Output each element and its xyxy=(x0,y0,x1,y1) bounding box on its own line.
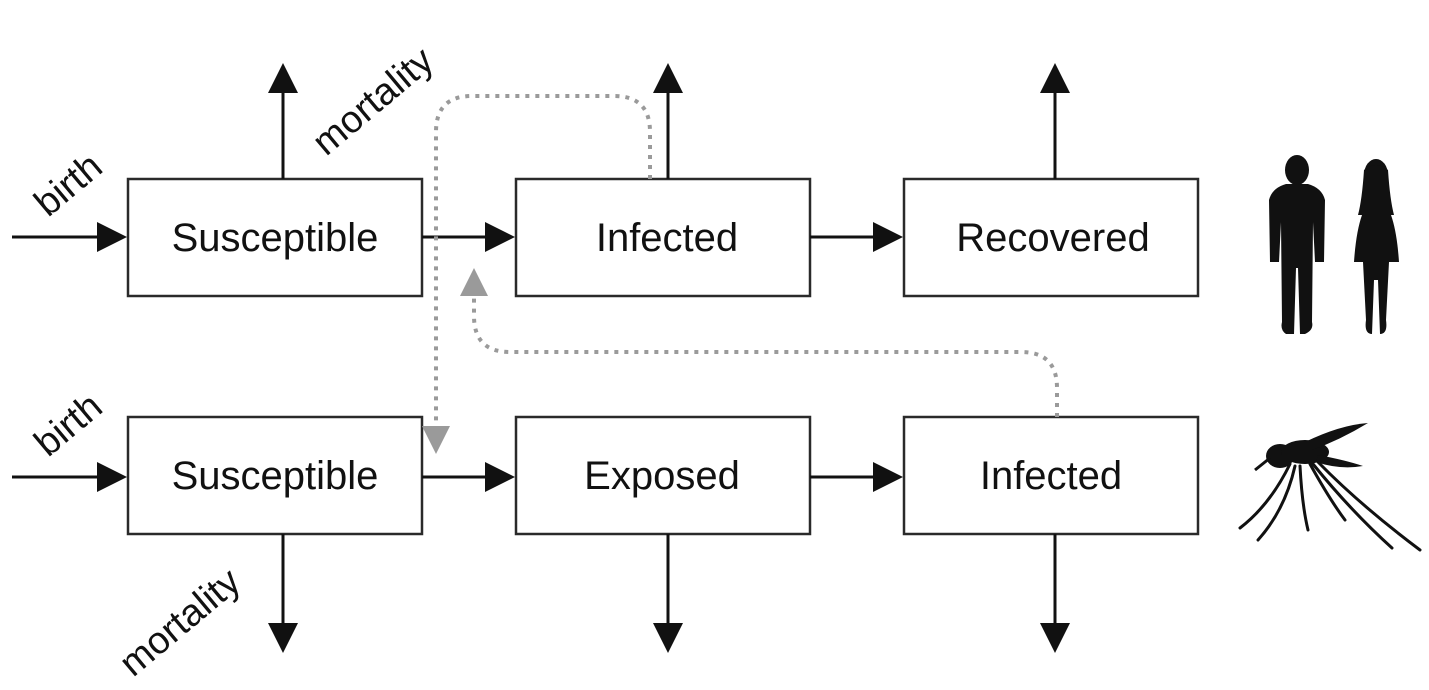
human-row: Susceptible Infected Recovered birth mor… xyxy=(12,39,1200,298)
vector-susceptible-box: Susceptible xyxy=(126,415,424,536)
human-birth-label: birth xyxy=(27,145,111,225)
human-infected-label: Infected xyxy=(596,216,738,260)
people-silhouette-icon xyxy=(1269,155,1399,334)
human-susceptible-box: Susceptible xyxy=(126,177,424,298)
vector-susceptible-label: Susceptible xyxy=(172,454,379,498)
vector-infected-box: Infected xyxy=(902,415,1200,536)
vector-mortality-label: mortality xyxy=(112,560,249,684)
vector-exposed-label: Exposed xyxy=(584,454,740,498)
human-to-vector-transmission-path xyxy=(422,94,652,454)
human-recovered-box: Recovered xyxy=(902,177,1200,298)
vector-row: Susceptible Exposed Infected birth morta… xyxy=(12,385,1200,685)
vector-to-human-transmission-path xyxy=(460,268,1059,417)
vector-infected-label: Infected xyxy=(980,454,1122,498)
human-mortality-label: mortality xyxy=(305,39,442,163)
human-infected-box: Infected xyxy=(514,177,812,298)
vector-exposed-box: Exposed xyxy=(514,415,812,536)
human-recovered-label: Recovered xyxy=(956,216,1149,260)
human-susceptible-label: Susceptible xyxy=(172,216,379,260)
mosquito-silhouette-icon xyxy=(1238,423,1422,552)
vector-birth-label: birth xyxy=(27,385,111,465)
